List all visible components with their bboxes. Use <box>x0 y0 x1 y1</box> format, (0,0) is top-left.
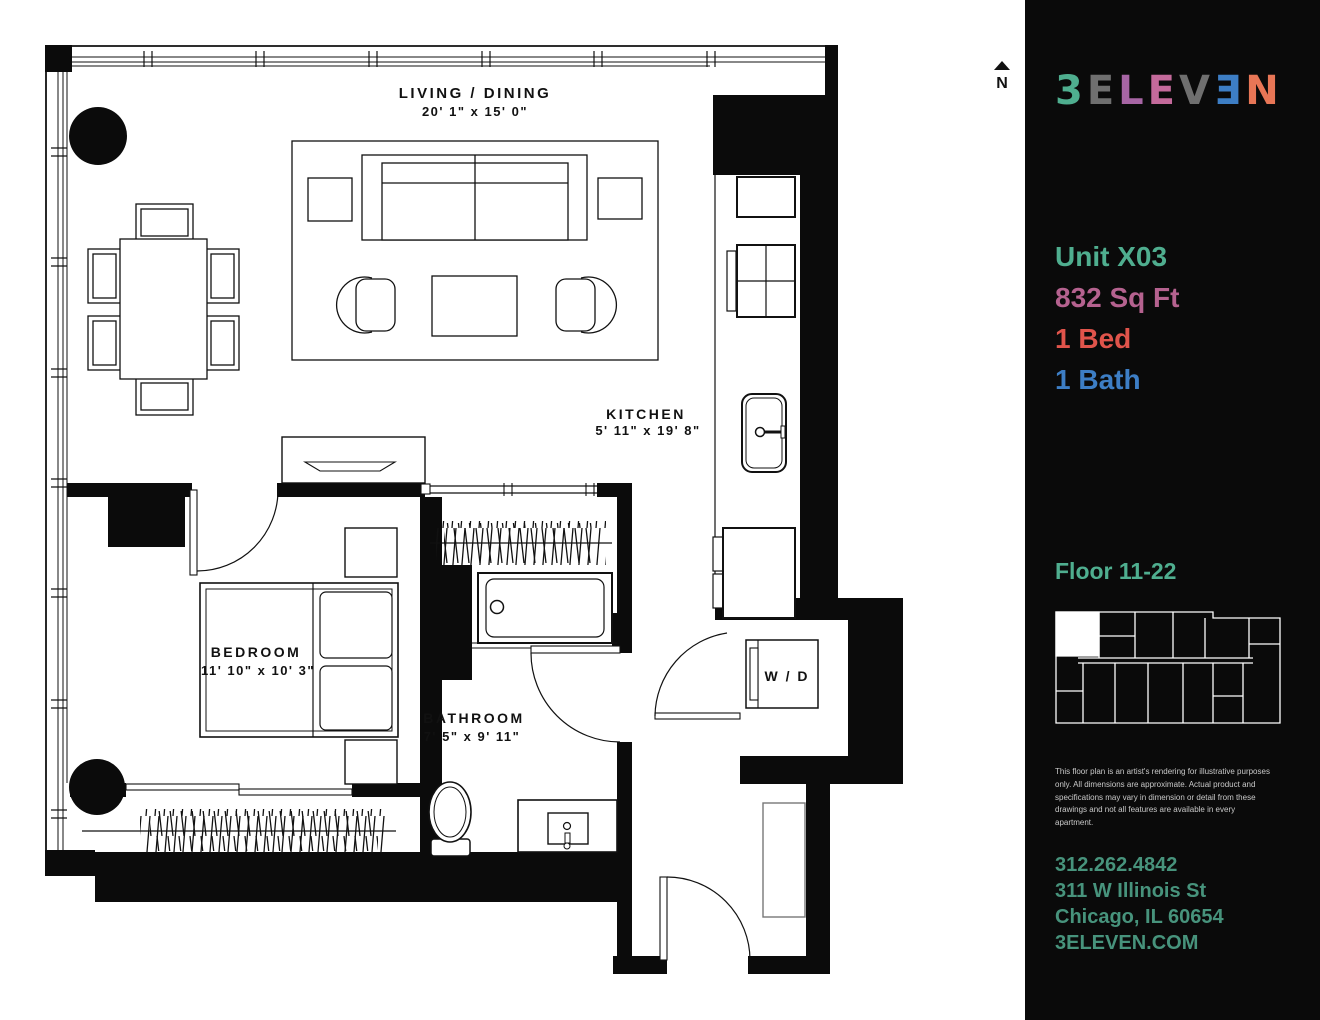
bathroom-dims: 7' 5" x 9' 11" <box>424 729 521 744</box>
logo-letter: 3 <box>1055 68 1087 114</box>
column <box>69 107 127 165</box>
bedroom-dims: 11' 10" x 10' 3" <box>201 663 315 678</box>
living-room-dims: 20' 1" x 15' 0" <box>422 104 528 119</box>
bedroom-closet <box>82 809 396 853</box>
washer-dryer-label: W / D <box>765 668 810 684</box>
bedroom-door <box>189 489 279 576</box>
dresser <box>281 436 426 484</box>
dining-table <box>119 238 208 380</box>
oven <box>736 176 796 218</box>
rug <box>291 140 659 361</box>
closet-sliding-doors <box>125 783 353 796</box>
bathtub <box>472 572 617 649</box>
unit-beds: 1 Bed <box>1055 323 1132 354</box>
bathroom-label: BATHROOM <box>423 710 524 726</box>
side-table <box>307 177 353 222</box>
north-label: N <box>996 75 1008 92</box>
coffee-table <box>431 275 518 337</box>
lounge-chair <box>555 276 618 334</box>
pillow <box>319 665 393 731</box>
bed <box>199 582 399 738</box>
building-key-plan <box>1053 606 1285 735</box>
brand-logo: 3ELEVƎN <box>1055 68 1283 114</box>
pillow <box>319 591 393 659</box>
dining-set <box>87 203 240 416</box>
bedroom-furniture <box>125 436 426 796</box>
contact-phone: 312.262.4842 <box>1055 854 1178 876</box>
logo-letter: V <box>1179 68 1214 114</box>
logo-letter: N <box>1245 68 1283 114</box>
mullion-ticks-top <box>143 51 716 67</box>
north-arrow-icon: N <box>994 61 1010 92</box>
logo-letter: E <box>1147 68 1179 114</box>
unit-info: Unit X03 832 Sq Ft 1 Bed 1 Bath <box>1055 236 1179 400</box>
refrigerator <box>712 527 796 619</box>
bathroom-door <box>530 645 621 743</box>
contact-address1: 311 W Illinois St <box>1055 880 1207 902</box>
entry-closet <box>762 802 806 918</box>
nightstand <box>344 527 398 578</box>
toilet <box>428 781 472 857</box>
logo-letter: E <box>1086 68 1119 114</box>
unit-sqft: 832 Sq Ft <box>1055 282 1180 313</box>
logo-letter: L <box>1118 68 1148 114</box>
mullion-ticks-left <box>51 147 67 819</box>
linen-closet <box>430 521 612 565</box>
column <box>69 759 125 815</box>
unit-baths: 1 Bath <box>1055 364 1141 395</box>
entry-door <box>659 876 751 961</box>
cooktop <box>726 244 796 318</box>
living-room-label: LIVING / DINING <box>399 85 552 102</box>
vanity-sink <box>517 799 618 853</box>
living-set <box>291 140 659 361</box>
side-table <box>597 177 643 220</box>
window-walls <box>45 45 838 872</box>
info-sidebar: 3ELEVƎN Unit X03 832 Sq Ft 1 Bed 1 Bath … <box>1025 0 1320 1020</box>
contact-block: 312.262.4842 311 W Illinois St Chicago, … <box>1055 852 1224 956</box>
bedroom-label: BEDROOM <box>211 644 302 660</box>
key-plan-unit-highlight <box>1055 611 1100 657</box>
nightstand <box>344 739 398 785</box>
doors <box>189 489 806 961</box>
interior-partition <box>420 483 597 496</box>
sofa <box>361 154 588 241</box>
contact-address2: Chicago, IL 60654 <box>1055 906 1224 928</box>
kitchen-fixtures <box>712 175 796 619</box>
walls <box>45 45 903 974</box>
floor-plan: LIVING / DINING 20' 1" x 15' 0" KITCHEN … <box>45 45 1010 974</box>
wd-door <box>654 632 741 720</box>
kitchen-dims: 5' 11" x 19' 8" <box>595 423 700 438</box>
kitchen-label: KITCHEN <box>606 406 686 422</box>
disclaimer-text: This floor plan is an artist's rendering… <box>1055 767 1270 828</box>
floor-range-label: Floor 11-22 <box>1055 558 1177 584</box>
unit-number: Unit X03 <box>1055 241 1168 272</box>
room-labels: LIVING / DINING 20' 1" x 15' 0" KITCHEN … <box>201 85 810 744</box>
kitchen-sink <box>741 393 787 473</box>
washer-dryer <box>745 639 819 709</box>
logo-letter: Ǝ <box>1213 68 1246 114</box>
bathroom-fixtures <box>428 572 618 857</box>
lounge-chair <box>335 276 396 334</box>
contact-website: 3ELEVEN.COM <box>1055 932 1199 954</box>
